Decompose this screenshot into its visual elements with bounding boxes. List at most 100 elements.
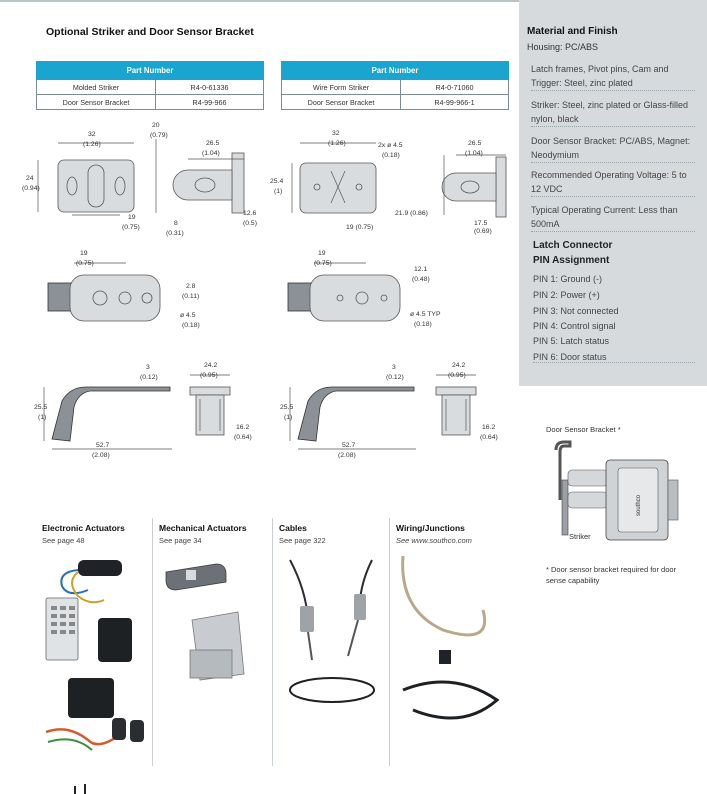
dim-label: 52.7 (342, 442, 355, 449)
cables-image (289, 559, 375, 703)
wiring-image (401, 555, 500, 720)
pin-item: PIN 6: Door status (533, 352, 695, 363)
dim-label: 19 (318, 250, 326, 257)
divider (152, 518, 153, 766)
drawing-bracket-side: 3 (0.12) 25.5 (1) 52.7 (2.08) (34, 364, 172, 459)
dim-label: (0.18) (414, 321, 432, 328)
accessory-title: Wiring/Junctions (396, 523, 465, 533)
table-cell: Wire Form Striker (281, 79, 401, 95)
drawing-wire-striker-front: 32 (1.26) 2x ø 4.5 (0.18) 25.4 (1) 19 (0… (270, 130, 403, 231)
table-header: Part Number (281, 61, 509, 80)
dim-label: 3 (392, 364, 396, 371)
spec-item: Door Sensor Bracket: PC/ABS, Magnet: Neo… (531, 134, 695, 163)
drawing-bracket-end: 24.2 (0.95) 16.2 (0.64) (189, 362, 252, 441)
pin-item: PIN 2: Power (+) (533, 290, 600, 300)
drawing-molded-striker-front: 32 (1.26) 24 (0.94) 19 (0.75) (22, 131, 140, 231)
dim-label: 52.7 (96, 442, 109, 449)
dim-label: (0.5) (243, 220, 257, 227)
table-cell: Door Sensor Bracket (281, 94, 401, 110)
latch-title: Latch Connector (533, 240, 613, 251)
dim-label: (0.12) (140, 374, 158, 381)
accessory-link[interactable]: See page 34 (159, 536, 202, 545)
dim-label: (0.11) (182, 293, 199, 300)
dim-label: (0.64) (480, 434, 498, 441)
dim-label: 20 (152, 122, 160, 129)
dim-label: 26.5 (206, 140, 219, 147)
spec-item: Striker: Steel, zinc plated or Glass-fil… (531, 98, 695, 127)
dim-label: 25.4 (270, 178, 283, 185)
dim-label: 24.2 (452, 362, 465, 369)
table-cell: Door Sensor Bracket (36, 94, 156, 110)
top-rule (0, 0, 707, 2)
page-mark-icon (74, 784, 86, 794)
dim-label: (0.64) (234, 434, 252, 441)
dim-label: (1.04) (202, 150, 220, 157)
panel-title: Material and Finish (527, 26, 618, 37)
dim-label: 32 (332, 130, 340, 137)
dim-label: (0.79) (150, 132, 168, 139)
dim-label: (1) (274, 188, 282, 195)
dim-label: (0.75) (314, 260, 332, 267)
drawing-bracket-side-2: 3 (0.12) 25.5 (1) 52.7 (2.08) (280, 364, 416, 459)
dim-label: 2.8 (186, 283, 196, 290)
striker-label: Striker (569, 532, 591, 541)
divider (389, 518, 390, 766)
drawing-bracket-end-2: 24.2 (0.95) 16.2 (0.64) (435, 362, 498, 441)
mechanical-actuators-image (165, 563, 245, 681)
dim-label: (0.75) (122, 224, 140, 231)
accessory-title: Mechanical Actuators (159, 523, 247, 533)
table-cell: R4-99-966 (155, 94, 264, 110)
dim-label: (1.04) (465, 150, 483, 157)
table-header: Part Number (36, 61, 264, 80)
electronic-actuators-image (45, 560, 144, 751)
drawing-sensor-bracket-top: 19 (0.75) 2.8 (0.11) ø 4.5 (0.18) (47, 250, 200, 329)
section-title: Optional Striker and Door Sensor Bracket (46, 26, 254, 38)
accessory-link[interactable]: See www.southco.com (396, 536, 472, 545)
dim-label: (0.48) (412, 276, 430, 283)
door-sensor-illustration: southco (554, 440, 679, 541)
dim-label: 19 (0.75) (346, 224, 373, 231)
dim-label: (1) (38, 414, 46, 421)
pin-item: PIN 5: Latch status (533, 336, 610, 346)
drawing-molded-striker-side: 20 (0.79) 26.5 (1.04) 8 (0.31) 12.6 (0.5… (150, 122, 257, 237)
dim-label: 26.5 (468, 140, 481, 147)
dim-label: (0.18) (382, 152, 400, 159)
table-cell: R4-0-61336 (155, 79, 264, 95)
spec-item: Recommended Operating Voltage: 5 to 12 V… (531, 168, 695, 197)
material-panel (519, 0, 707, 386)
dim-label: (0.94) (22, 185, 40, 192)
table-cell: Molded Striker (36, 79, 156, 95)
dim-label: 8 (174, 220, 178, 227)
pin-item: PIN 1: Ground (-) (533, 274, 603, 284)
dim-label: (0.12) (386, 374, 404, 381)
dim-label: 21.9 (0.86) (395, 210, 428, 217)
divider (272, 518, 273, 766)
technical-drawings: 32 (1.26) 24 (0.94) 19 (0.75) 20 (0.79) … (22, 122, 507, 459)
dim-label: 19 (128, 214, 136, 221)
latch-subtitle: PIN Assignment (533, 255, 610, 266)
table-cell: R4-99-966-1 (400, 94, 509, 110)
drawing-wire-striker-side: 26.5 (1.04) 21.9 (0.86) 17.5 (0.69) (395, 140, 507, 235)
dim-label: 16.2 (236, 424, 249, 431)
dim-label: 32 (88, 131, 96, 138)
dim-label: 3 (146, 364, 150, 371)
dim-label: 25.5 (34, 404, 47, 411)
dim-label: (1.26) (83, 141, 101, 148)
dim-label: 24 (26, 175, 34, 182)
dim-label: (0.95) (200, 372, 218, 379)
dim-label: (2.08) (92, 452, 110, 459)
dim-label: 17.5 (474, 220, 487, 227)
dim-label: 16.2 (482, 424, 495, 431)
dim-label: (0.95) (448, 372, 466, 379)
accessory-link[interactable]: See page 48 (42, 536, 85, 545)
dim-label: 25.5 (280, 404, 293, 411)
dim-label: (1) (284, 414, 292, 421)
accessory-title: Electronic Actuators (42, 523, 125, 533)
footnote: * Door sensor bracket required for door … (546, 565, 677, 585)
accessory-link[interactable]: See page 322 (279, 536, 326, 545)
accessory-title: Cables (279, 523, 307, 533)
bracket-label: Door Sensor Bracket * (546, 425, 621, 434)
dim-label: (0.69) (474, 228, 492, 235)
